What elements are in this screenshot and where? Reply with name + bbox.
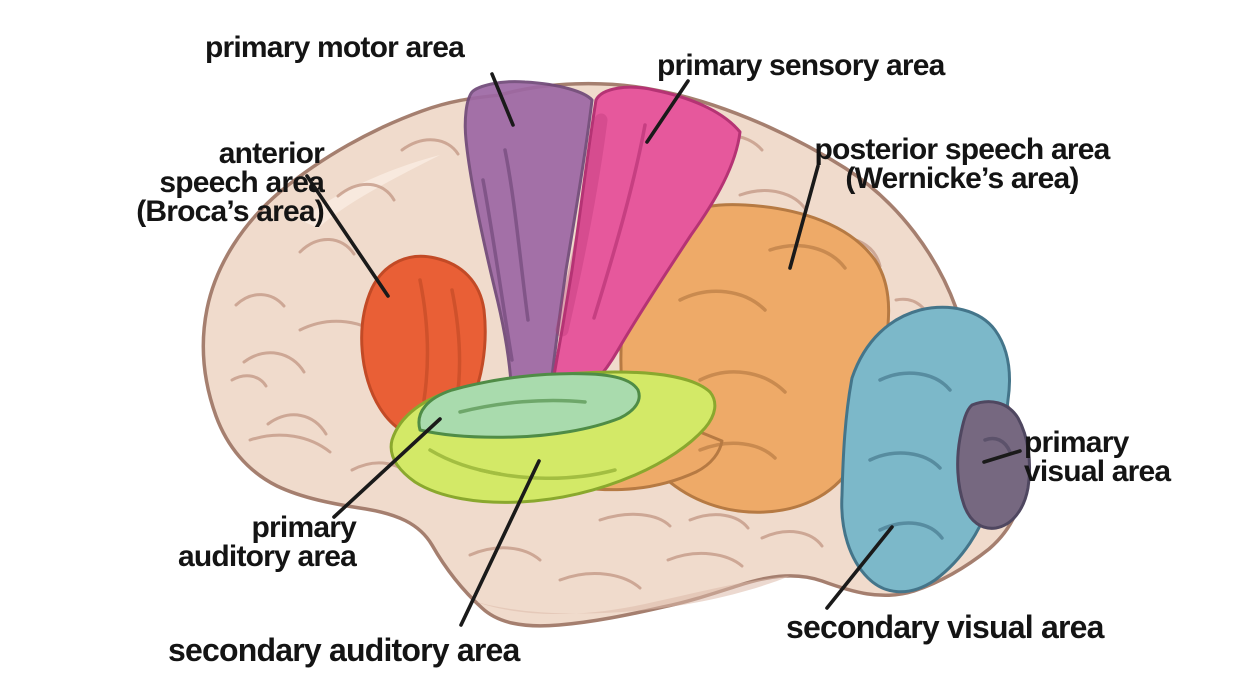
region-primary-auditory-area — [417, 372, 641, 439]
label-primary-visual-area: primary visual area — [1024, 426, 1171, 489]
label-line: auditory area — [177, 540, 357, 574]
leader-primary-visual — [982, 449, 1022, 464]
region-primary-motor-area — [463, 80, 594, 410]
label-secondary-auditory-area: secondary auditory area — [168, 632, 520, 668]
leader-posterior-speech — [788, 164, 820, 270]
region-primary-sensory-area — [547, 85, 742, 407]
wernicke-gyri-texture — [678, 243, 847, 460]
secondary-auditory-texture — [428, 448, 617, 480]
label-primary-sensory-area: primary sensory area — [657, 49, 945, 82]
leader-primary-auditory — [332, 417, 442, 519]
label-line: posterior speech area — [814, 133, 1110, 166]
label-line: anterior — [218, 137, 325, 170]
leader-secondary-visual — [825, 525, 894, 610]
label-anterior-speech-area: anterior speech area (Broca’s area) — [18, 137, 325, 229]
label-line: (Wernicke’s area) — [845, 162, 1079, 196]
label-primary-auditory-area: primary auditory area — [126, 511, 357, 574]
label-line: primary — [251, 511, 357, 544]
label-line: secondary visual area — [786, 609, 1104, 645]
leader-anterior-speech — [305, 174, 390, 298]
label-line: primary sensory area — [657, 49, 945, 82]
label-line: (Broca’s area) — [136, 195, 325, 229]
primary-auditory-texture — [458, 398, 587, 414]
leader-primary-sensory — [645, 79, 690, 144]
leader-primary-motor — [490, 72, 515, 127]
motor-gyri-texture — [481, 148, 530, 362]
leader-secondary-auditory — [459, 459, 541, 627]
label-line: speech area — [159, 166, 324, 200]
primary-visual-texture — [983, 436, 1012, 454]
sensory-gyri-texture — [555, 113, 647, 337]
label-line: primary — [1024, 426, 1129, 459]
label-primary-motor-area: primary motor area — [205, 31, 465, 64]
leader-lines — [305, 72, 1022, 627]
label-line: primary motor area — [205, 31, 465, 64]
label-posterior-speech-area: posterior speech area (Wernicke’s area) — [788, 133, 1136, 196]
label-secondary-visual-area: secondary visual area — [786, 609, 1104, 645]
label-line: visual area — [1024, 455, 1171, 489]
secondary-visual-texture — [868, 371, 952, 540]
brain-highlight — [300, 155, 440, 228]
label-line: secondary auditory area — [168, 632, 520, 668]
region-primary-visual-area — [956, 400, 1032, 530]
brain-shadow — [470, 576, 790, 615]
